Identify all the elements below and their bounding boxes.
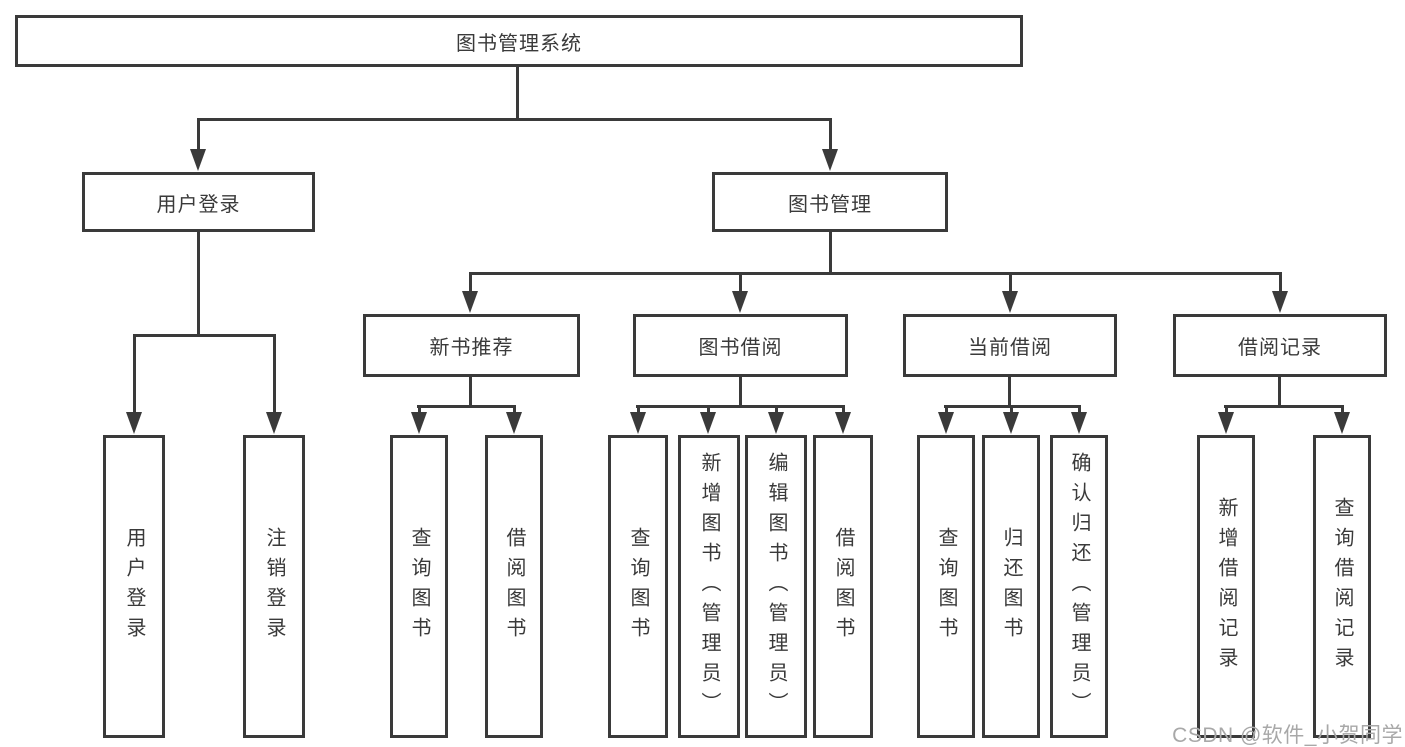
connector-arrowhead	[938, 412, 954, 434]
leaf-logout: 注销登录	[243, 435, 305, 738]
connector-arrowhead	[1218, 412, 1234, 434]
connector-line	[513, 405, 516, 414]
connector-line	[637, 405, 640, 414]
connector-arrowhead	[1002, 291, 1018, 313]
leaf-newrec-query-books: 查询图书	[390, 435, 448, 738]
connector-line	[516, 65, 519, 120]
leaf-borrow-query-books: 查询图书	[608, 435, 668, 738]
connector-line	[469, 272, 1282, 275]
csdn-watermark: CSDN @软件_小贺同学	[1172, 724, 1403, 747]
connector-line	[133, 334, 276, 337]
connector-line	[1078, 405, 1081, 414]
leaf-borrow-edit-books-admin: 编辑图书（管理员）	[745, 435, 807, 738]
leaf-borrow-add-books-admin: 新增图书（管理员）	[678, 435, 740, 738]
leaf-current-query-books: 查询图书	[917, 435, 975, 738]
connector-arrowhead	[1071, 412, 1087, 434]
leaf-label: 查询图书	[935, 526, 957, 647]
node-current-borrowing: 当前借阅	[903, 314, 1117, 377]
leaf-label: 新增图书（管理员）	[698, 451, 720, 722]
connector-line	[469, 377, 472, 407]
connector-line	[197, 232, 200, 336]
connector-line	[1341, 405, 1344, 414]
connector-line	[417, 405, 516, 408]
connector-arrowhead	[835, 412, 851, 434]
node-book-management-system: 图书管理系统	[15, 15, 1023, 67]
connector-arrowhead	[1272, 291, 1288, 313]
connector-line	[1225, 405, 1228, 414]
leaf-records-query-record: 查询借阅记录	[1313, 435, 1371, 738]
connector-arrowhead	[822, 149, 838, 171]
connector-arrowhead	[190, 149, 206, 171]
connector-line	[842, 405, 845, 414]
connector-arrowhead	[1334, 412, 1350, 434]
leaf-borrow-borrow-books: 借阅图书	[813, 435, 873, 738]
connector-line	[197, 118, 832, 121]
leaf-newrec-borrow-books: 借阅图书	[485, 435, 543, 738]
connector-line	[829, 232, 832, 274]
connector-line	[197, 118, 200, 151]
connector-line	[739, 377, 742, 407]
node-new-book-recommendation: 新书推荐	[363, 314, 580, 377]
connector-line	[707, 405, 710, 414]
connector-line	[1279, 272, 1282, 292]
leaf-label: 查询图书	[408, 526, 430, 647]
connector-line	[739, 272, 742, 292]
connector-line	[945, 405, 948, 414]
connector-arrowhead	[1003, 412, 1019, 434]
connector-arrowhead	[462, 291, 478, 313]
leaf-label: 用户登录	[123, 526, 145, 647]
leaf-user-login: 用户登录	[103, 435, 165, 738]
leaf-label: 归还图书	[1000, 526, 1022, 647]
leaf-label: 注销登录	[263, 526, 285, 647]
connector-arrowhead	[126, 412, 142, 434]
connector-line	[829, 118, 832, 151]
connector-arrowhead	[700, 412, 716, 434]
connector-line	[636, 405, 845, 408]
leaf-current-confirm-return-admin: 确认归还（管理员）	[1050, 435, 1108, 738]
connector-line	[418, 405, 421, 414]
connector-line	[775, 405, 778, 414]
connector-line	[1278, 377, 1281, 407]
leaf-records-add-record: 新增借阅记录	[1197, 435, 1255, 738]
connector-line	[1009, 272, 1012, 292]
connector-line	[1224, 405, 1344, 408]
connector-arrowhead	[732, 291, 748, 313]
leaf-label: 确认归还（管理员）	[1068, 451, 1090, 722]
connector-line	[133, 334, 136, 414]
node-user-login: 用户登录	[82, 172, 315, 232]
connector-line	[469, 272, 472, 292]
node-book-borrowing: 图书借阅	[633, 314, 848, 377]
connector-arrowhead	[630, 412, 646, 434]
leaf-label: 借阅图书	[503, 526, 525, 647]
leaf-label: 查询借阅记录	[1331, 496, 1353, 677]
connector-arrowhead	[266, 412, 282, 434]
node-book-management: 图书管理	[712, 172, 948, 232]
connector-line	[1010, 405, 1013, 414]
connector-arrowhead	[768, 412, 784, 434]
connector-arrowhead	[506, 412, 522, 434]
connector-line	[273, 334, 276, 414]
connector-arrowhead	[411, 412, 427, 434]
leaf-label: 借阅图书	[832, 526, 854, 647]
node-borrowing-records: 借阅记录	[1173, 314, 1387, 377]
leaf-label: 新增借阅记录	[1215, 496, 1237, 677]
leaf-label: 编辑图书（管理员）	[765, 451, 787, 722]
leaf-label: 查询图书	[627, 526, 649, 647]
leaf-current-return-books: 归还图书	[982, 435, 1040, 738]
connector-line	[1008, 377, 1011, 407]
